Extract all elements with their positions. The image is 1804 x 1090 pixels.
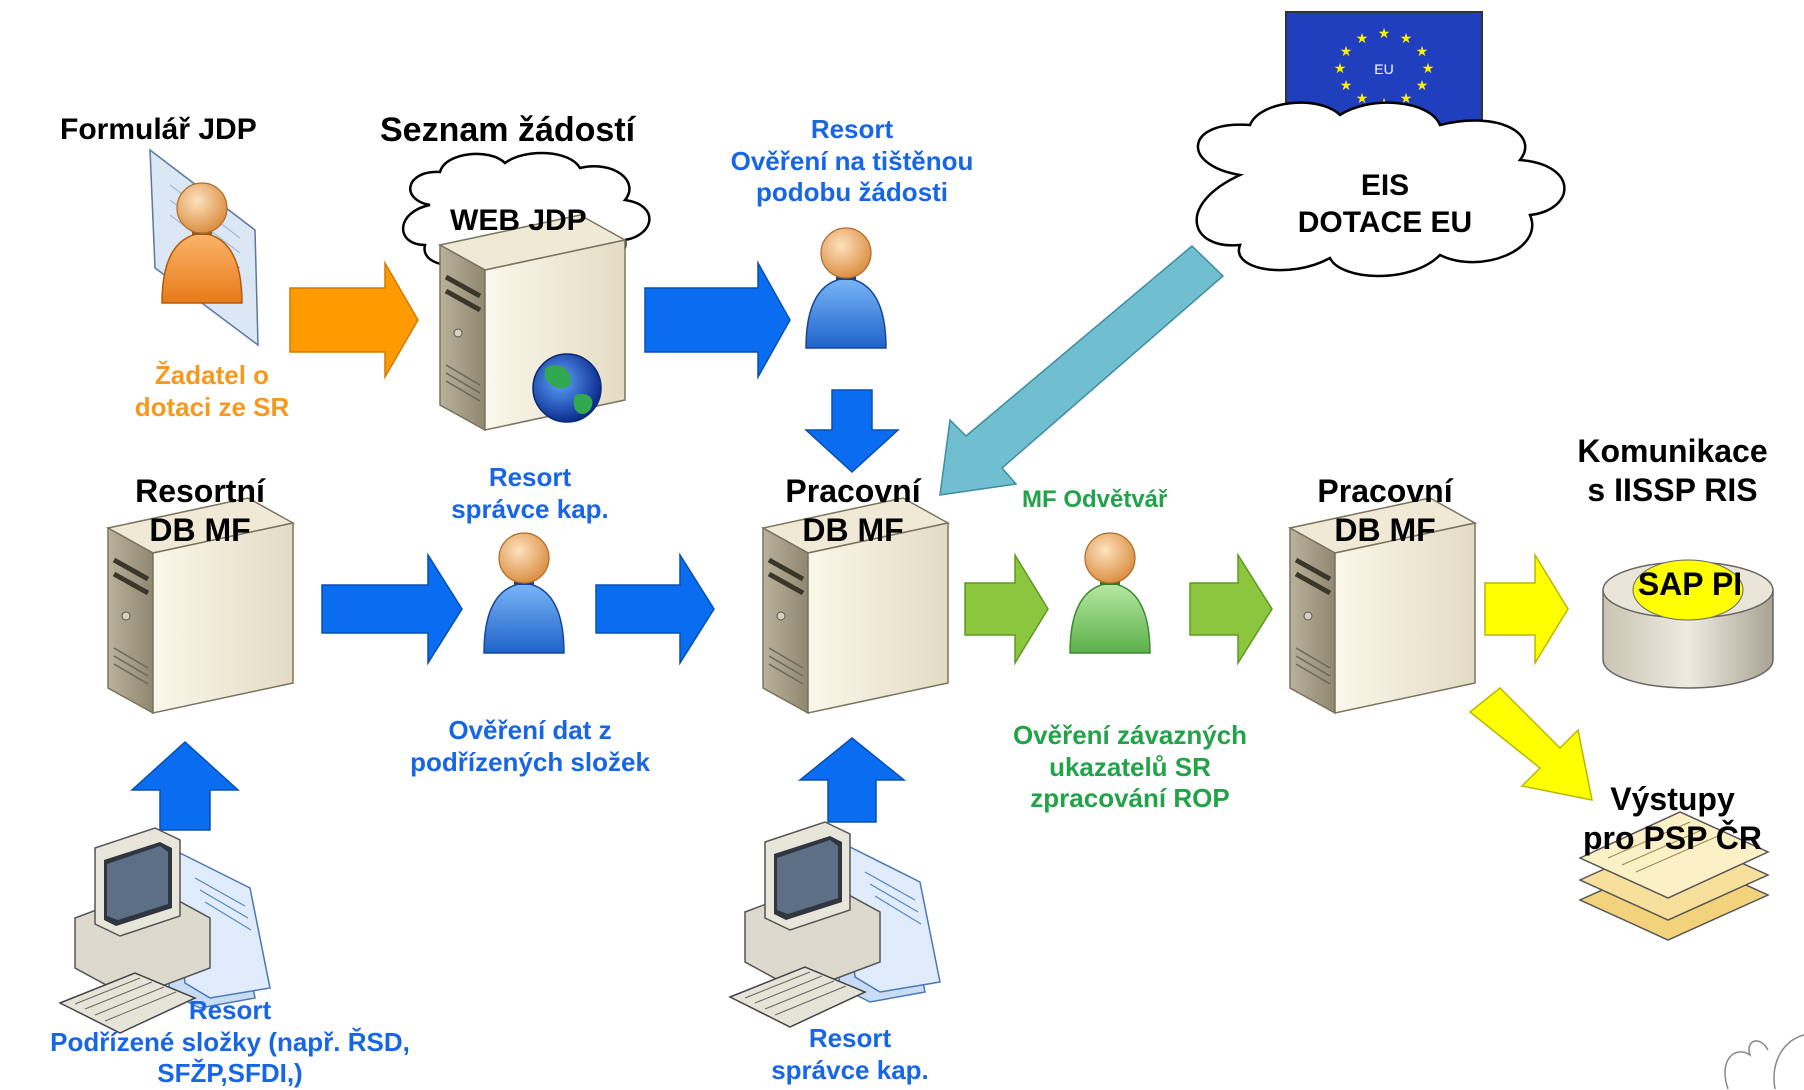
arrow-orange-1 [289,260,419,380]
arrow-blue-up-left [130,740,240,831]
label-pracovni-db-1: Pracovní DB MF [785,473,921,549]
arrow-blue-mid-2 [595,552,715,666]
person-odvetvar-icon [1069,532,1151,654]
label-overeni-dat: Ověření dat z podřízených složek [410,715,650,777]
arrow-green-1 [964,552,1049,666]
eis-cloud [1195,101,1566,278]
svg-text:★: ★ [1334,61,1347,77]
svg-text:★: ★ [1400,31,1413,47]
label-resortni-db: Resortní DB MF [135,473,265,549]
label-resort-spravce-bottom: Resort správce kap. [771,1023,929,1085]
arrow-teal-diagonal [939,244,1225,496]
label-seznam-zadosti: Seznam žádostí [380,111,636,149]
arrow-yellow-1 [1484,552,1569,666]
label-web-jdp: WEB JDP [450,204,587,237]
sap-pi-database-icon [1602,559,1774,689]
arrow-blue-top [644,260,791,380]
label-formular-jdp: Formulář JDP [60,113,257,146]
label-resort-podrizene: Resort Podřízené složky (např. ŘSD, SFŽP… [50,995,410,1089]
label-mf-odvetvar: MF Odvětvář [1022,486,1168,513]
workstation-mid-icon [729,821,941,1028]
corner-ornament-icon [1724,1034,1804,1089]
svg-text:★: ★ [1340,44,1353,60]
eu-flag-label: EU [1374,61,1393,77]
svg-text:★: ★ [1422,61,1435,77]
svg-text:★: ★ [1340,78,1353,94]
output-documents-icon [1578,811,1770,941]
svg-text:★: ★ [1416,44,1429,60]
label-resort-overeni: Resort Ověření na tištěnou podobu žádost… [730,114,974,208]
label-vystupy: Výstupy pro PSP ČR [1583,781,1762,857]
svg-text:★: ★ [1356,91,1369,107]
label-zadatel: Žadatel o dotaci ze SR [134,360,290,422]
label-overeni-zavaznych: Ověření závazných ukazatelů SR zpracován… [1012,720,1248,814]
person-spravce-icon [483,532,565,654]
label-komunikace: Komunikace s IISSP RIS [1577,433,1768,509]
globe-icon [532,353,602,423]
person-resort-top-icon [805,227,887,349]
label-sap-pi: SAP PI [1637,566,1743,602]
svg-text:★: ★ [1378,26,1391,42]
label-pracovni-db-2: Pracovní DB MF [1317,473,1453,549]
arrow-green-2 [1189,552,1273,666]
label-eis-cloud: EIS DOTACE EU [1297,169,1473,239]
label-resort-spravce-top: Resort správce kap. [451,462,609,524]
arrow-blue-up-mid [797,737,907,823]
arrow-blue-down [804,389,900,474]
arrow-yellow-2 [1468,686,1593,801]
svg-text:★: ★ [1356,31,1369,47]
arrow-blue-mid-1 [321,552,463,666]
svg-text:★: ★ [1416,78,1429,94]
